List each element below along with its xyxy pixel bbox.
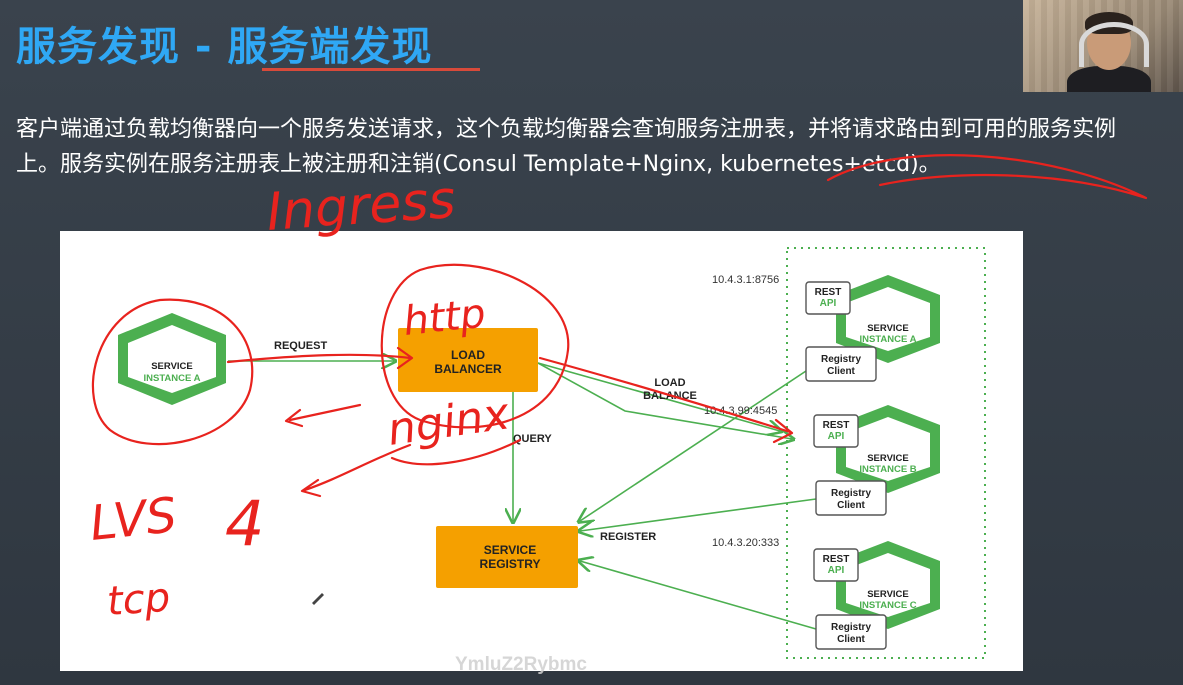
client-service-hexagon: SERVICE INSTANCE A bbox=[118, 313, 226, 405]
query-label: QUERY bbox=[513, 433, 552, 445]
svg-text:REST: REST bbox=[823, 554, 850, 565]
instance-b-ip: 10.4.3.99:4545 bbox=[704, 405, 777, 417]
client-label-2: INSTANCE A bbox=[144, 373, 201, 384]
instance-a-ip: 10.4.3.1:8756 bbox=[712, 274, 779, 286]
svg-text:SERVICE: SERVICE bbox=[867, 323, 909, 334]
svg-text:Registry: Registry bbox=[821, 354, 861, 365]
svg-text:SERVICE: SERVICE bbox=[867, 453, 909, 464]
pen-cursor-icon bbox=[312, 593, 324, 605]
svg-text:Client: Client bbox=[837, 500, 865, 511]
service-instance-a: 10.4.3.1:8756 SERVICE INSTANCE A REST AP… bbox=[712, 274, 940, 382]
svg-text:Registry: Registry bbox=[831, 622, 871, 633]
instance-a-registry-client bbox=[805, 346, 877, 382]
svg-text:Registry: Registry bbox=[831, 488, 871, 499]
registry-label-1: SERVICE bbox=[484, 543, 536, 557]
svg-text:INSTANCE A: INSTANCE A bbox=[860, 334, 917, 345]
title-underline bbox=[262, 68, 480, 71]
service-instance-c: 10.4.3.20:333 SERVICE INSTANCE C REST AP… bbox=[712, 537, 940, 650]
registry-label-2: REGISTRY bbox=[480, 557, 541, 571]
instance-c-rest-api bbox=[813, 548, 859, 582]
lb-arrow-label-2: BALANCE bbox=[643, 390, 697, 402]
service-instance-b: 10.4.3.99:4545 SERVICE INSTANCE B REST A… bbox=[704, 405, 940, 516]
instances-container bbox=[786, 247, 986, 659]
slide-description: 客户端通过负载均衡器向一个服务发送请求，这个负载均衡器会查询服务注册表，并将请求… bbox=[16, 117, 1117, 177]
service-discovery-diagram: SERVICE INSTANCE A REQUEST LOAD BALANCER… bbox=[60, 231, 1023, 671]
svg-text:SERVICE: SERVICE bbox=[867, 589, 909, 600]
request-label: REQUEST bbox=[274, 340, 327, 352]
instance-b-rest-api bbox=[813, 414, 859, 448]
svg-text:REST: REST bbox=[823, 420, 850, 431]
service-registry-box bbox=[436, 526, 578, 588]
instance-c-registry-client bbox=[815, 614, 887, 650]
lb-arrow-label-1: LOAD bbox=[654, 377, 685, 389]
register-label: REGISTER bbox=[600, 531, 656, 543]
svg-text:INSTANCE B: INSTANCE B bbox=[859, 464, 916, 475]
svg-text:Client: Client bbox=[827, 366, 855, 377]
svg-text:API: API bbox=[828, 565, 845, 576]
slide-title: 服务发现 - 服务端发现 bbox=[16, 24, 433, 70]
lb-label-2: BALANCER bbox=[434, 362, 502, 376]
svg-text:REST: REST bbox=[815, 287, 842, 298]
watermark: YmluZ2Rybmc bbox=[455, 654, 587, 675]
svg-text:API: API bbox=[820, 298, 837, 309]
svg-text:Client: Client bbox=[837, 634, 865, 645]
client-label-1: SERVICE bbox=[151, 361, 193, 372]
svg-text:API: API bbox=[828, 431, 845, 442]
lb-label-1: LOAD bbox=[451, 348, 485, 362]
instance-c-ip: 10.4.3.20:333 bbox=[712, 537, 779, 549]
instance-b-registry-client bbox=[815, 480, 887, 516]
instance-a-rest-api bbox=[805, 281, 851, 315]
webcam-overlay bbox=[1023, 0, 1183, 92]
svg-text:INSTANCE C: INSTANCE C bbox=[859, 600, 916, 611]
